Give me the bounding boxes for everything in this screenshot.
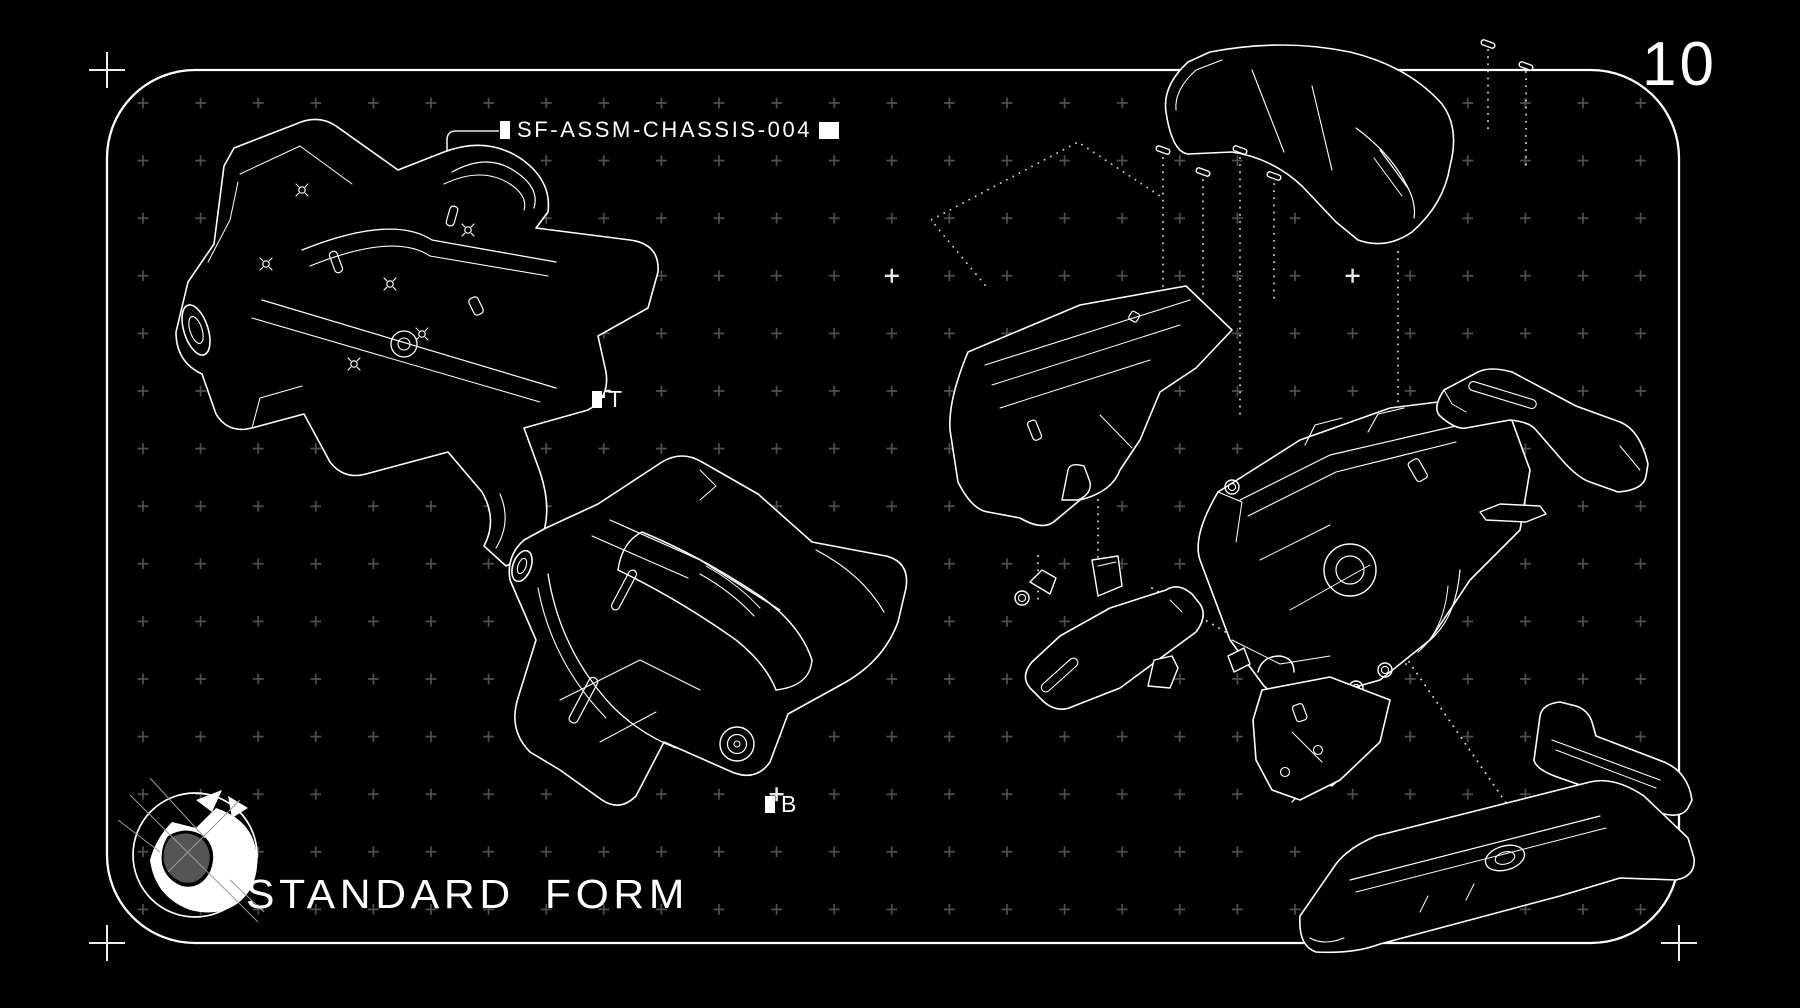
pin-part — [1479, 503, 1547, 523]
chassis-exploded-view-drawing — [930, 38, 1695, 954]
canopy-shell-part — [1164, 44, 1455, 245]
part-callout: SF-ASSM-CHASSIS-004 — [500, 117, 840, 143]
top-view-label: T — [592, 386, 623, 413]
view-marker-icon — [592, 391, 602, 408]
chassis-top-view-drawing — [175, 118, 659, 567]
label-start-marker-icon — [500, 121, 510, 139]
label-end-marker-icon — [819, 121, 840, 139]
part-id-label: SF-ASSM-CHASSIS-004 — [517, 117, 813, 142]
crosshair-bottom-left-icon — [89, 925, 125, 961]
brand-name: STANDARD FORM — [246, 871, 690, 917]
bottom-right-bumper-part — [1533, 701, 1693, 816]
ghost-outline-dotted — [930, 141, 1161, 286]
crosshair-top-left-icon — [89, 52, 125, 88]
bottom-skid-part — [1299, 779, 1695, 954]
bottom-view-label: B — [765, 791, 797, 818]
deck-plate-part — [949, 285, 1233, 527]
top-view-letter: T — [608, 386, 624, 412]
view-marker-icon — [765, 796, 775, 813]
page-number: 10 — [1642, 30, 1717, 99]
right-arm-part — [1436, 368, 1649, 493]
blueprint-frame — [105, 68, 1681, 945]
corner-crosshair-icons — [89, 52, 1697, 961]
bottom-view-letter: B — [781, 791, 798, 817]
chassis-bottom-view-drawing — [508, 455, 908, 806]
bottom-plate-part — [1252, 676, 1391, 801]
crosshair-bottom-right-icon — [1661, 925, 1697, 961]
standard-form-logo-icon — [117, 777, 265, 923]
left-bracket-arm-part — [1024, 586, 1204, 710]
